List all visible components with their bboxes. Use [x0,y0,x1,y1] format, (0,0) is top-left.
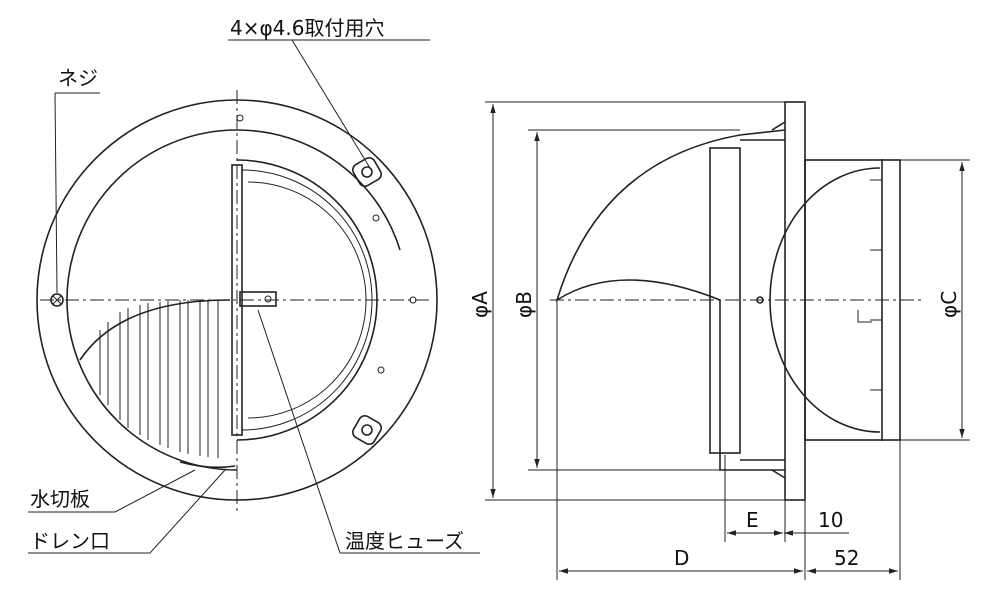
drip-plate-label: 水切板 [30,487,90,511]
phi-c-label: φC [937,291,961,318]
leaders [28,39,480,554]
e-label: E [746,508,759,532]
phi-a-label: φA [468,291,492,318]
front-view [36,90,438,515]
thermal-fuse-icon [239,291,277,307]
screw-label: ネジ [58,66,98,90]
flange-inner-right [236,129,401,251]
side-view [550,101,925,501]
phi-b-label: φB [512,291,536,318]
fifty-two-label: 52 [834,546,859,570]
d-label: D [674,546,689,570]
grille-dome [236,159,378,441]
flange [784,101,806,501]
thermal-fuse-label: 温度ヒューズ [345,529,464,553]
mount-hole-icon [236,114,417,445]
dimension-lines [485,101,970,580]
drain-label: ドレン口 [30,529,110,553]
ten-label: 10 [818,508,843,532]
louvers [79,299,236,469]
mount-holes-label: 4×φ4.6取付用穴 [230,16,384,40]
drip-plate [179,461,236,469]
